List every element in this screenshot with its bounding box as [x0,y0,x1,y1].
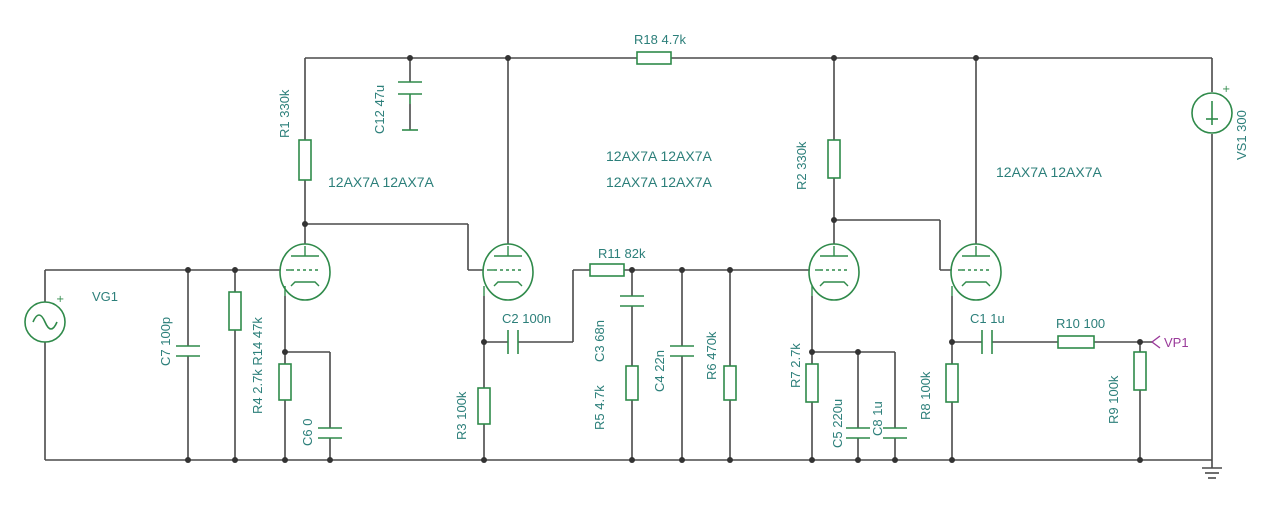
label-r8: R8 100k [918,371,933,420]
label-r1: R1 330k [277,89,292,138]
label-c6: C6 0 [300,419,315,446]
capacitors [176,81,993,439]
resistor-r5[interactable] [625,365,639,401]
label-r3: R3 100k [454,391,469,440]
capacitor-c5[interactable] [846,427,870,439]
label-tubes-left: 12AX7A 12AX7A [328,174,435,190]
tube-3[interactable] [808,243,860,301]
voltage-source-vs1[interactable]: + [1191,84,1233,134]
resistor-r1[interactable] [298,139,312,181]
capacitor-c7[interactable] [176,345,200,357]
label-r2: R2 330k [794,141,809,190]
tube-4[interactable] [950,243,1002,301]
label-c2: C2 100n [502,311,551,326]
wires [44,57,1213,468]
label-r18: R18 4.7k [634,32,687,47]
vs1-plus-icon: + [1222,84,1230,95]
resistor-r3[interactable] [477,387,491,425]
vg1-plus-icon: + [56,294,64,305]
label-c3: C3 68n [592,320,607,362]
capacitor-c2[interactable] [507,330,519,354]
label-c8: C8 1u [870,401,885,436]
resistor-r7[interactable] [805,363,819,403]
label-c12: C12 47u [372,85,387,134]
label-r9: R9 100k [1106,375,1121,424]
label-r11: R11 82k [598,246,646,261]
resistor-r8[interactable] [945,363,959,403]
label-vg1: VG1 [92,289,118,304]
label-r10: R10 100 [1056,316,1105,331]
capacitor-c8[interactable] [883,427,907,439]
label-c5: C5 220u [830,399,845,448]
resistor-r6[interactable] [723,365,737,401]
junction-dots [185,55,1143,463]
resistor-r14[interactable] [228,291,242,331]
label-tubes-center-2: 12AX7A 12AX7A [606,174,713,190]
label-vs1: VS1 300 [1234,110,1249,160]
label-r5: R5 4.7k [592,385,607,430]
label-vp1: VP1 [1164,335,1189,350]
resistors [228,51,1147,425]
resistor-r11[interactable] [589,263,625,277]
ground-icon [1202,467,1222,479]
label-r6: R6 470k [704,331,719,380]
capacitor-c6[interactable] [318,427,342,439]
capacitor-c4[interactable] [670,345,694,357]
label-c7: C7 100p [158,317,173,366]
label-tubes-center-1: 12AX7A 12AX7A [606,148,713,164]
label-r4-r14: R4 2.7k R14 47k [250,317,265,414]
capacitor-c12[interactable] [398,81,422,131]
capacitor-c3[interactable] [620,295,644,307]
label-r7: R7 2.7k [788,343,803,388]
label-tubes-right: 12AX7A 12AX7A [996,164,1103,180]
resistor-r4[interactable] [278,363,292,401]
resistor-r18[interactable] [636,51,672,65]
resistor-r2[interactable] [827,139,841,179]
resistor-r9[interactable] [1133,351,1147,391]
label-c4: C4 22n [652,350,667,392]
label-c1: C1 1u [970,311,1005,326]
signal-source-vg1[interactable]: + [24,294,66,343]
labels: R18 4.7k R1 330k C12 47u VS1 300 R2 330k… [92,32,1249,448]
tube-2[interactable] [482,243,534,301]
probe-vp1[interactable] [1151,335,1161,349]
resistor-r10[interactable] [1057,335,1095,349]
capacitor-c1[interactable] [981,330,993,354]
tube-1[interactable] [279,243,331,301]
